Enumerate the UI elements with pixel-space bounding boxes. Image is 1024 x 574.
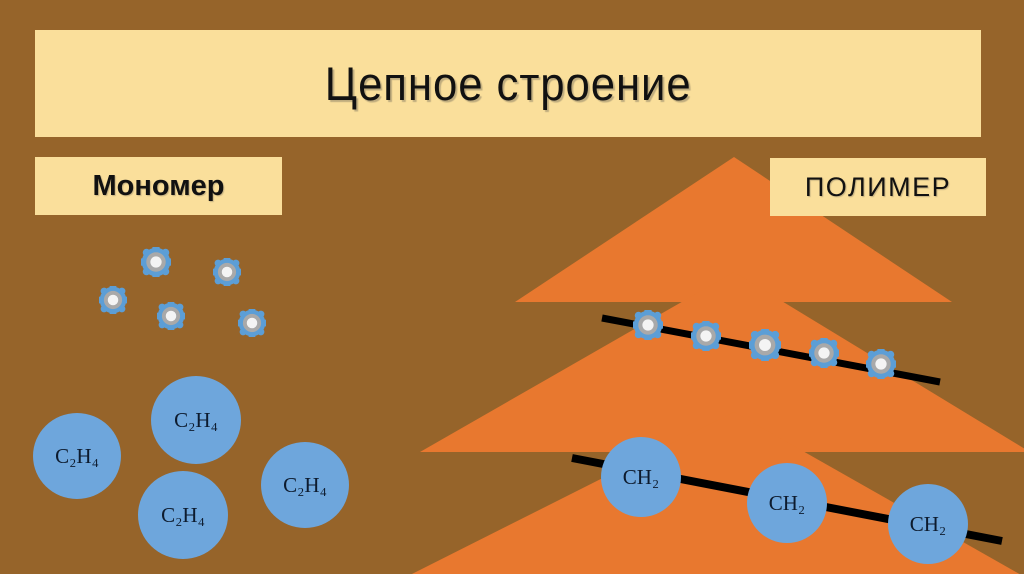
gear-icon xyxy=(866,349,896,379)
molecule-bubble-icon: CH₂ xyxy=(601,437,681,517)
gear-icon xyxy=(157,302,185,330)
page-title: Цепное строение xyxy=(324,57,692,110)
molecule-bubble-icon: C₂H₄ xyxy=(33,413,121,499)
monomer-label-box: Мономер xyxy=(35,157,282,215)
molecule-formula: C₂H₄ xyxy=(174,407,218,432)
molecule-formula: CH₂ xyxy=(909,511,947,536)
molecule-bubble-icon: C₂H₄ xyxy=(261,442,349,528)
molecule-bubble-icon: CH₂ xyxy=(747,463,827,543)
molecule-bubble-icon: CH₂ xyxy=(888,484,968,564)
gear-icon xyxy=(691,321,721,351)
molecule-formula: C₂H₄ xyxy=(55,443,99,468)
title-banner: Цепное строение xyxy=(35,30,981,137)
gear-icon xyxy=(238,309,266,337)
monomer-label: Мономер xyxy=(92,169,225,202)
arrow-triangle-middle xyxy=(420,272,1024,452)
molecule-formula: C₂H₄ xyxy=(161,502,205,527)
molecule-bubble-icon: C₂H₄ xyxy=(151,376,241,464)
molecule-formula: CH₂ xyxy=(768,490,806,515)
molecule-formula: CH₂ xyxy=(622,464,660,489)
gear-icon xyxy=(749,329,781,361)
molecule-bubble-icon: C₂H₄ xyxy=(138,471,228,559)
molecule-formula: C₂H₄ xyxy=(283,472,327,497)
gear-icon xyxy=(99,286,127,314)
polymer-label: ПОЛИМЕР xyxy=(804,171,952,202)
polymer-label-box: ПОЛИМЕР xyxy=(770,158,986,216)
gear-icon xyxy=(809,338,839,368)
gear-icon xyxy=(213,258,241,286)
gear-icon xyxy=(633,310,663,340)
gear-icon xyxy=(141,247,171,277)
